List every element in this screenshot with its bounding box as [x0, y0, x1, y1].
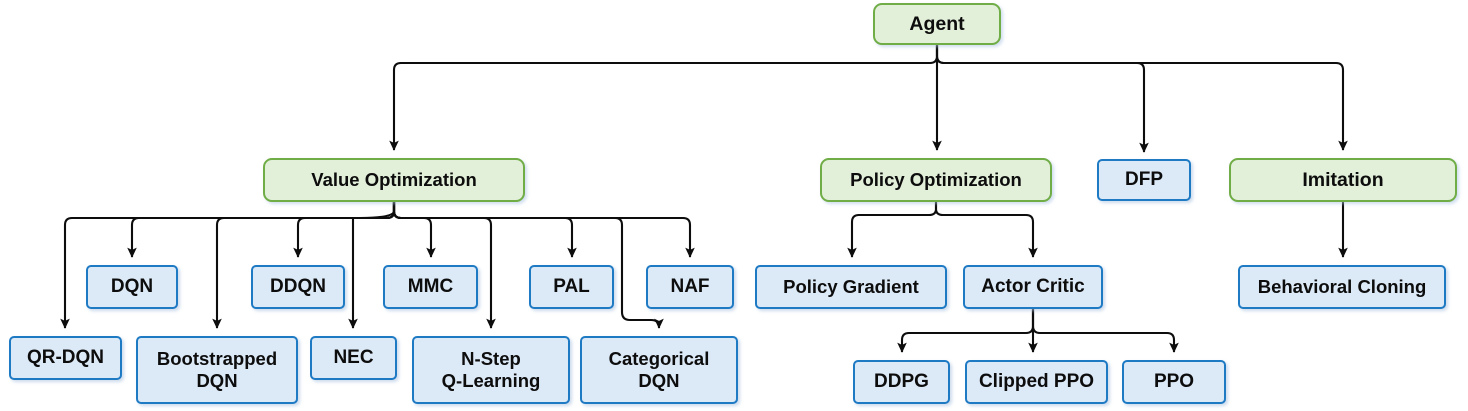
node-value-optimization[interactable]: Value Optimization: [263, 158, 525, 202]
node-agent[interactable]: Agent: [873, 3, 1001, 45]
node-n-step-q-learning[interactable]: N-Step Q-Learning: [412, 336, 570, 404]
edge-policy-optimization-to-policy-gradient: [847, 202, 938, 258]
node-ppo[interactable]: PPO: [1122, 360, 1226, 404]
edge-value-optimization-to-naf: [392, 202, 695, 258]
edge-policy-optimization-to-actor-critic: [934, 202, 1038, 258]
node-behavioral-cloning[interactable]: Behavioral Cloning: [1238, 265, 1446, 309]
edge-value-optimization-to-ddqn: [293, 202, 396, 258]
node-actor-critic[interactable]: Actor Critic: [963, 265, 1103, 309]
node-dfp[interactable]: DFP: [1097, 159, 1191, 201]
edge-value-optimization-to-pal: [392, 202, 577, 258]
edge-agent-to-imitation: [935, 45, 1348, 151]
node-ddpg[interactable]: DDPG: [853, 360, 950, 404]
edge-agent-to-value-optimization: [389, 45, 939, 151]
edge-value-optimization-to-mmc: [392, 202, 436, 258]
node-categorical-dqn[interactable]: Categorical DQN: [580, 336, 738, 404]
node-bootstrapped-dqn[interactable]: Bootstrapped DQN: [136, 336, 298, 404]
node-ddqn[interactable]: DDQN: [251, 265, 345, 309]
node-nec[interactable]: NEC: [310, 336, 397, 380]
edge-value-optimization-to-dqn: [127, 202, 396, 258]
node-policy-gradient[interactable]: Policy Gradient: [755, 265, 947, 309]
node-policy-optimization[interactable]: Policy Optimization: [820, 158, 1052, 202]
node-dqn[interactable]: DQN: [86, 265, 178, 309]
node-mmc[interactable]: MMC: [383, 265, 478, 309]
node-naf[interactable]: NAF: [646, 265, 734, 309]
node-qr-dqn[interactable]: QR-DQN: [9, 336, 122, 380]
node-pal[interactable]: PAL: [529, 265, 614, 309]
node-imitation[interactable]: Imitation: [1229, 158, 1457, 202]
edge-actor-critic-to-ddpg: [897, 309, 1035, 353]
edge-actor-critic-to-ppo: [1031, 309, 1179, 353]
node-clipped-ppo[interactable]: Clipped PPO: [965, 360, 1108, 404]
edge-agent-to-dfp: [935, 45, 1149, 153]
